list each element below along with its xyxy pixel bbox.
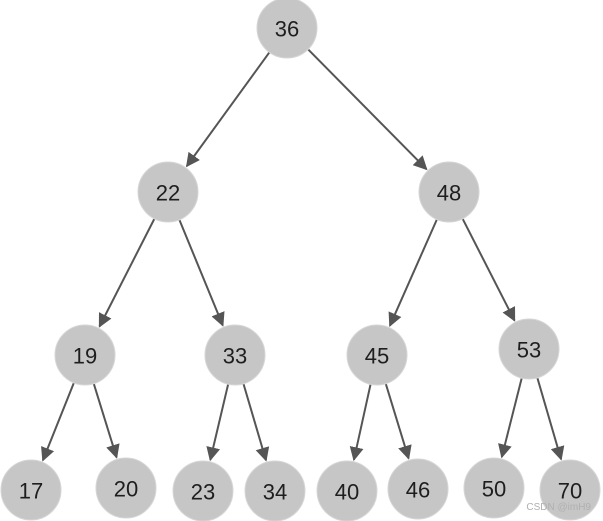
edge-45-to-40 <box>349 382 372 462</box>
tree-node-34: 34 <box>244 460 306 521</box>
node-label: 70 <box>558 479 582 504</box>
node-label: 36 <box>275 17 299 42</box>
node-circle <box>137 161 199 223</box>
edge-22-to-33 <box>177 217 225 327</box>
tree-node-50: 50 <box>463 457 525 519</box>
tree-node-22: 22 <box>137 161 199 223</box>
node-circle <box>463 457 525 519</box>
edge-48-to-45 <box>388 217 439 327</box>
node-circle <box>498 318 560 380</box>
node-label: 46 <box>406 478 430 503</box>
tree-node-53: 53 <box>498 318 560 380</box>
edge-19-to-17 <box>41 380 76 462</box>
node-circle <box>418 161 480 223</box>
edge-45-to-46 <box>384 381 412 460</box>
node-circle <box>256 0 318 59</box>
node-label: 22 <box>156 181 180 206</box>
node-label: 20 <box>114 477 138 502</box>
edge-19-to-20 <box>92 381 120 459</box>
tree-node-19: 19 <box>54 324 116 386</box>
tree-node-33: 33 <box>204 324 266 386</box>
tree-node-36: 36 <box>256 0 318 59</box>
edges-layer <box>41 47 565 462</box>
node-label: 50 <box>482 477 506 502</box>
tree-node-46: 46 <box>387 458 449 520</box>
node-circle <box>54 324 116 386</box>
node-circle <box>172 460 234 521</box>
node-label: 53 <box>517 338 541 363</box>
edge-33-to-34 <box>241 381 270 462</box>
node-label: 40 <box>335 480 359 505</box>
node-label: 34 <box>263 480 287 505</box>
tree-node-70: 70 <box>539 459 601 521</box>
tree-node-40: 40 <box>316 460 378 521</box>
node-circle <box>387 458 449 520</box>
edge-48-to-53 <box>460 216 516 322</box>
tree-node-23: 23 <box>172 460 234 521</box>
edge-53-to-50 <box>498 375 524 459</box>
node-circle <box>95 457 157 519</box>
tree-node-20: 20 <box>95 457 157 519</box>
tree-node-17: 17 <box>0 459 62 521</box>
node-label: 45 <box>365 344 389 369</box>
tree-node-48: 48 <box>418 161 480 223</box>
node-label: 48 <box>437 181 461 206</box>
edge-33-to-23 <box>206 382 230 462</box>
edge-22-to-19 <box>98 216 157 328</box>
edge-53-to-70 <box>535 375 565 461</box>
node-label: 33 <box>223 344 247 369</box>
node-circle <box>204 324 266 386</box>
watermark: CSDN @imH9 <box>526 502 591 513</box>
node-circle <box>346 324 408 386</box>
node-circle <box>0 459 62 521</box>
edge-36-to-22 <box>185 50 272 168</box>
node-label: 19 <box>73 344 97 369</box>
tree-node-45: 45 <box>346 324 408 386</box>
node-label: 17 <box>19 479 43 504</box>
node-circle <box>244 460 306 521</box>
node-circle <box>539 459 601 521</box>
node-label: 23 <box>191 480 215 505</box>
node-circle <box>316 460 378 521</box>
edge-36-to-48 <box>305 47 428 171</box>
